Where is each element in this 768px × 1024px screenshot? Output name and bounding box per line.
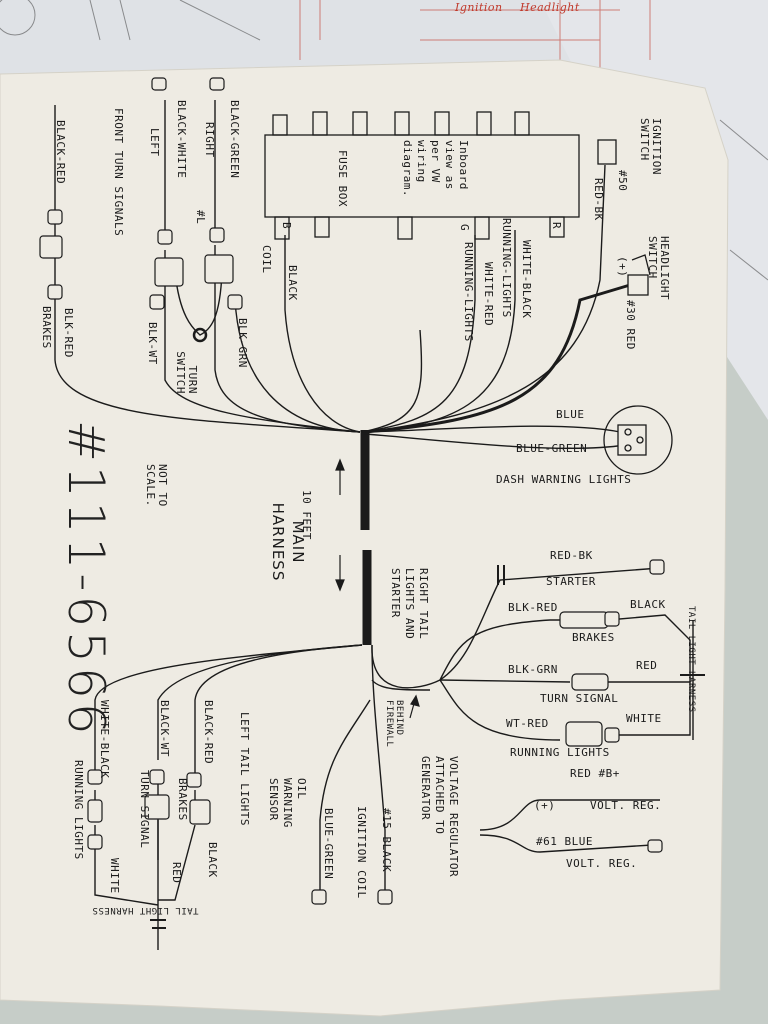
front-wire-blk-red: BLK-RED	[62, 308, 75, 358]
wire-label-white-black: WHITE-BLACK	[520, 240, 533, 319]
ignition-wire: RED-BK	[592, 178, 605, 221]
scale-note: NOT TO SCALE.	[144, 464, 169, 507]
ignition-switch-title: IGNITION SWITCH	[638, 118, 663, 175]
right-wire-blk-grn: BLK-GRN	[508, 663, 558, 676]
wire-label-coil: COIL	[260, 245, 273, 274]
right-wire-white: WHITE	[626, 712, 662, 725]
left-tail-light-harness: TAIL LIGHT HARNESS	[92, 905, 199, 915]
ignition-coil-label: IGNITION COIL	[355, 806, 368, 899]
right-wire-red: RED	[636, 659, 658, 672]
right-label-running-lights: RUNNING LIGHTS	[510, 746, 610, 759]
ignition-terminal: #50	[616, 170, 629, 192]
main-harness-title: MAIN HARNESS	[269, 502, 307, 582]
harness-wires	[54, 100, 694, 950]
right-tail-light-harness: TAIL LIGHT HARNESS	[686, 606, 696, 713]
right-label-brakes: BRAKES	[572, 631, 615, 644]
length-arrows	[335, 458, 420, 719]
left-wire-black: BLACK	[206, 842, 219, 878]
right-wire-red-bk: RED-BK	[550, 549, 593, 562]
left-tail-title: LEFT TAIL LIGHTS	[238, 712, 251, 826]
volt-wire-blue: #61 BLUE	[536, 835, 593, 848]
left-wire-black-red: BLACK-RED	[202, 700, 215, 765]
right-label-turn-signal: TURN SIGNAL	[540, 692, 619, 705]
fuse-box-label: FUSE BOX	[336, 150, 349, 207]
wire-label-white-red: WHITE-RED	[482, 262, 495, 327]
volt-wire-red-b: RED #B+	[570, 767, 620, 780]
dash-wire-blue: BLUE	[556, 408, 585, 421]
front-label-brakes: BRAKES	[40, 306, 53, 349]
wire-label-running-lights-1: RUNNING-LIGHTS	[462, 242, 475, 342]
right-tail-title: RIGHT TAIL LIGHTS AND STARTER	[389, 568, 430, 640]
wire-label-15-black: #15 BLACK	[380, 808, 393, 873]
front-wire-blk-wt: BLK-WT	[146, 322, 159, 365]
left-wire-white-black: WHITE-BLACK	[98, 700, 111, 779]
front-turn-signals-title: FRONT TURN SIGNALS	[112, 108, 125, 237]
fuse-box	[264, 111, 580, 240]
wire-label-running-lights-2: RUNNING-LIGHTS	[500, 218, 513, 318]
volt-reg-label-2: VOLT. REG.	[566, 857, 638, 870]
front-wire-black-white: BLACK-WHITE	[175, 100, 188, 179]
dash-warning-socket	[603, 405, 673, 475]
headlight-polarity: (+)	[616, 256, 629, 278]
right-wire-black: BLACK	[630, 598, 666, 611]
front-label-hash-l: #L	[194, 210, 207, 225]
dash-wire-blue-green: BLUE-GREEN	[516, 442, 588, 455]
oil-sensor-label: OIL WARNING SENSOR	[267, 778, 308, 828]
turn-switch-label: TURN SWITCH	[174, 351, 199, 394]
behind-firewall-label: BEHIND FIREWALL	[384, 700, 404, 748]
headlight-switch-title: HEADLIGHT SWITCH	[646, 236, 671, 301]
left-label-turn-signal: TURN SIGNAL	[138, 770, 151, 849]
fuse-terminal-b: B	[280, 222, 293, 230]
wire-connectors	[39, 77, 665, 905]
left-label-running-lights: RUNNING LIGHTS	[72, 760, 85, 860]
right-wire-blk-red: BLK-RED	[508, 601, 558, 614]
voltage-regulator-title: VOLTAGE REGULATOR ATTACHED TO GENERATOR	[419, 756, 460, 878]
left-wire-white: WHITE	[108, 858, 121, 894]
background-note-headlight: Headlight	[520, 1, 580, 14]
wire-label-blue-green: BLUE-GREEN	[322, 808, 335, 880]
front-wire-black-red: BLACK-RED	[54, 120, 67, 185]
front-label-left: LEFT	[148, 128, 161, 157]
part-number: #111-6566	[57, 420, 115, 739]
front-wire-black-green: BLACK-GREEN	[228, 100, 241, 179]
fuse-box-note: Inboard view as per VW wiring diagram.	[401, 140, 470, 197]
right-label-starter: STARTER	[546, 575, 596, 588]
front-wire-blk-grn: BLK-GRN	[236, 318, 249, 368]
wire-label-black: BLACK	[286, 265, 299, 301]
right-wire-wt-red: WT-RED	[506, 717, 549, 730]
volt-reg-label-1: VOLT. REG.	[590, 799, 662, 812]
left-label-brakes: BRAKES	[176, 778, 189, 821]
fuse-terminal-g: G	[458, 224, 471, 232]
front-label-right: RIGHT	[203, 122, 216, 158]
dash-warning-title: DASH WARNING LIGHTS	[496, 473, 632, 486]
headlight-wire: #30 RED	[624, 300, 637, 350]
harness-crossbars	[150, 565, 705, 929]
background-note-ignition: Ignition	[455, 1, 503, 14]
left-wire-black-wt: BLACK-WT	[158, 700, 171, 757]
switch-connectors	[597, 139, 651, 296]
fuse-terminal-r: R	[550, 222, 563, 230]
left-wire-red: RED	[170, 862, 183, 884]
volt-plus: (+)	[534, 799, 556, 812]
paper-sheet	[0, 59, 729, 1017]
turn-switch-ring	[192, 327, 208, 343]
